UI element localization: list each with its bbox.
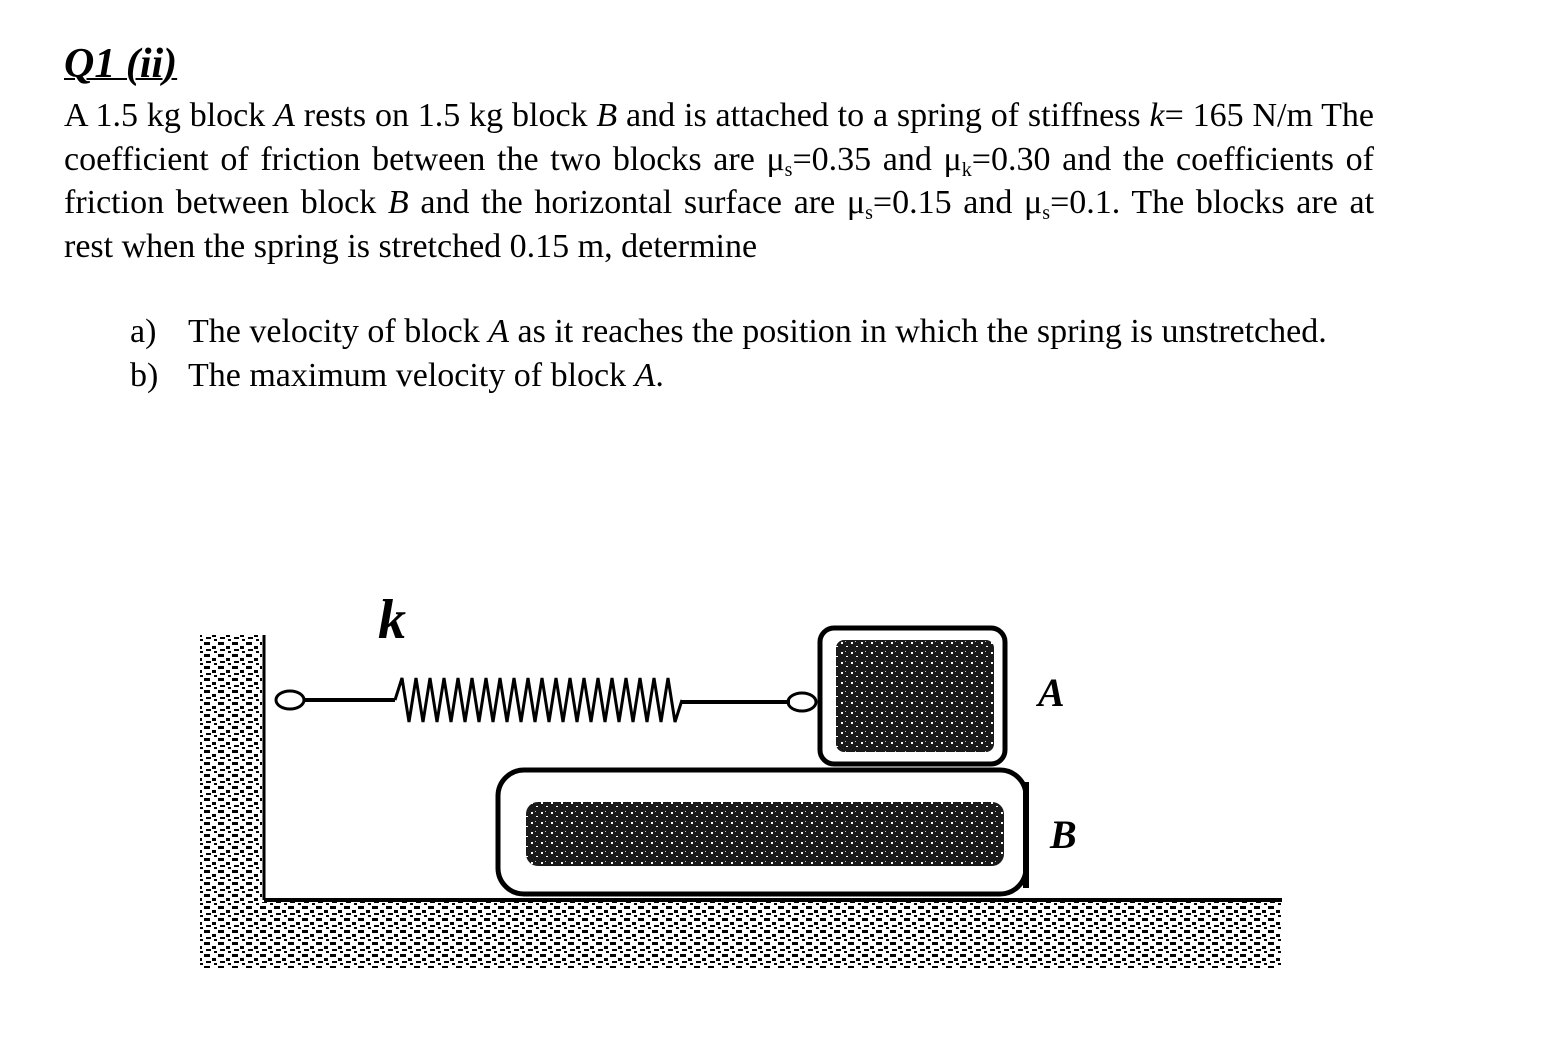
part-a: a) The velocity of block A as it reaches… bbox=[130, 310, 1374, 354]
part-b-marker: b) bbox=[130, 357, 159, 394]
block-b bbox=[495, 767, 1029, 897]
spring-label-k: k bbox=[378, 589, 406, 651]
ground-surface bbox=[200, 898, 1282, 968]
parts-list: a) The velocity of block A as it reaches… bbox=[130, 310, 1374, 398]
part-b: b) The maximum velocity of block A. bbox=[130, 354, 1374, 398]
spring-blocks-figure: k A B bbox=[200, 589, 1282, 968]
spring bbox=[274, 677, 818, 723]
block-b-label: B bbox=[1049, 812, 1077, 857]
block-a bbox=[817, 625, 1008, 767]
question-heading: Q1 (ii) bbox=[64, 41, 178, 87]
problem-statement: A 1.5 kg block A rests on 1.5 kg block B… bbox=[64, 97, 1375, 265]
part-a-marker: a) bbox=[130, 313, 157, 350]
block-a-label: A bbox=[1035, 670, 1065, 715]
